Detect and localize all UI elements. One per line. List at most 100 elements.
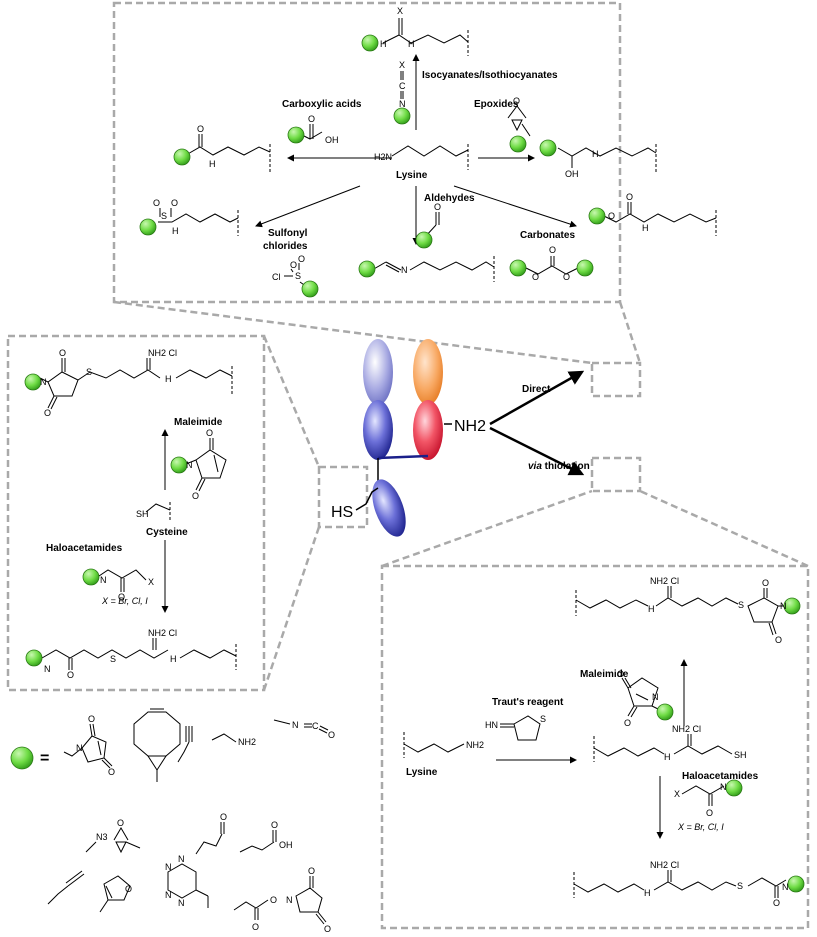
- lysine-reactions: [158, 18, 717, 288]
- atom-x: X: [397, 6, 403, 16]
- atom-s: S: [737, 881, 743, 891]
- right-lysine-label: Lysine: [406, 767, 438, 778]
- sulfonyl-label-2: chlorides: [263, 241, 308, 252]
- atom-n: N: [286, 895, 293, 905]
- atom-o: O: [271, 820, 278, 830]
- right-panel-frame: [380, 564, 810, 930]
- atom-o: O: [206, 428, 213, 438]
- atom-s: S: [161, 211, 167, 221]
- atom-oh: OH: [325, 135, 339, 145]
- legend-labels: O O N NH2 N C O N3 O O O OH O N N N N O …: [76, 714, 335, 934]
- atom-o: O: [153, 198, 160, 208]
- carboxylic-acids-label: Carboxylic acids: [282, 99, 362, 110]
- atom-s: S: [110, 654, 116, 664]
- atom-o: O: [762, 578, 769, 588]
- atom-s: S: [295, 271, 301, 281]
- atom-h: H: [408, 39, 415, 49]
- atom-h: H: [664, 752, 671, 762]
- atom-h: H: [170, 654, 177, 664]
- trauts-reagent-label: Traut's reagent: [492, 697, 564, 708]
- atom-h: H: [380, 39, 387, 49]
- atom-s: S: [540, 714, 546, 724]
- legend-equals: =: [40, 750, 49, 767]
- atom-c: C: [399, 81, 406, 91]
- atom-h: H: [165, 374, 172, 384]
- atom-cl: Cl: [272, 272, 281, 282]
- antibody-fc-domain: [372, 479, 406, 537]
- direct-label: Direct: [522, 384, 551, 395]
- atom-n: N: [292, 720, 299, 730]
- top-labels: H2N Lysine Isocyanates/Isothiocyanates C…: [153, 6, 649, 282]
- aldehydes-label: Aldehydes: [424, 193, 475, 204]
- atom-n: N: [178, 898, 185, 908]
- left-panel-frame: [6, 334, 266, 692]
- atom-o: O: [775, 635, 782, 645]
- lysine-amine-label: H2N: [374, 152, 392, 162]
- atom-sh: SH: [136, 509, 149, 519]
- atom-n: N: [780, 601, 787, 611]
- antibody-light-chain-top: [363, 339, 393, 405]
- linker-legend: =: [10, 746, 49, 770]
- atom-n: N: [40, 377, 47, 387]
- atom-o: O: [220, 812, 227, 822]
- atom-s: S: [86, 367, 92, 377]
- atom-o: O: [298, 254, 305, 264]
- atom-o: O: [608, 211, 615, 221]
- atom-oh: OH: [565, 169, 579, 179]
- carbonates-label: Carbonates: [520, 230, 575, 241]
- atom-o: O: [88, 714, 95, 724]
- atom-o: O: [563, 272, 570, 282]
- atom-o: O: [706, 808, 713, 818]
- amidine-label: NH2 Cl: [148, 628, 177, 638]
- atom-o: O: [270, 895, 277, 905]
- atom-o: O: [549, 245, 556, 255]
- antibody-heavy-chain: [363, 400, 393, 460]
- sulfonyl-label-1: Sulfonyl: [268, 228, 308, 239]
- cysteine-label: Cysteine: [146, 527, 188, 538]
- cysteine-reactions: [39, 358, 237, 670]
- atom-n: N: [720, 782, 727, 792]
- atom-n: N: [76, 743, 83, 753]
- atom-n: N: [165, 862, 172, 872]
- amidine-label: NH2 Cl: [650, 860, 679, 870]
- atom-o: O: [624, 718, 631, 728]
- top-beads: [139, 34, 606, 298]
- right-beads: [656, 597, 805, 893]
- atom-n: N: [100, 575, 107, 585]
- atom-oh: OH: [279, 840, 293, 850]
- amidine-label: NH2 Cl: [148, 348, 177, 358]
- antibody-orange-domain: [413, 339, 443, 405]
- atom-h: H: [648, 604, 655, 614]
- atom-o: O: [117, 818, 124, 828]
- atom-o: O: [434, 202, 441, 212]
- atom-n: N: [44, 664, 51, 674]
- top-panel-frame: [112, 1, 622, 304]
- amidine-label: NH2 Cl: [672, 724, 701, 734]
- halogen-definition: X = Br, Cl, I: [101, 596, 148, 606]
- atom-n: N: [399, 99, 406, 109]
- atom-x: X: [399, 60, 405, 70]
- atom-nh2: NH2: [466, 740, 484, 750]
- lysine-label: Lysine: [396, 170, 428, 181]
- atom-o: O: [290, 260, 297, 270]
- atom-h: H: [644, 888, 651, 898]
- atom-o: O: [44, 408, 51, 418]
- atom-n: N: [186, 460, 193, 470]
- thiolation-label: via thiolation: [528, 461, 590, 472]
- haloacetamides-label: Haloacetamides: [46, 543, 123, 554]
- linker-structures: [47, 708, 329, 925]
- maleimide-label: Maleimide: [174, 417, 223, 428]
- right-halogen-definition: X = Br, Cl, I: [677, 822, 724, 832]
- atom-o: O: [67, 670, 74, 680]
- atom-o: O: [171, 198, 178, 208]
- atom-n: N: [165, 890, 172, 900]
- atom-h: H: [592, 149, 599, 159]
- atom-o: O: [108, 767, 115, 777]
- panel-frames: [6, 1, 810, 930]
- atom-x: X: [148, 577, 154, 587]
- epoxides-label: Epoxides: [474, 99, 519, 110]
- antibody-hs-label: HS: [331, 504, 353, 521]
- isocyanates-label: Isocyanates/Isothiocyanates: [422, 70, 558, 81]
- atom-o: O: [308, 866, 315, 876]
- antibody: [355, 339, 452, 537]
